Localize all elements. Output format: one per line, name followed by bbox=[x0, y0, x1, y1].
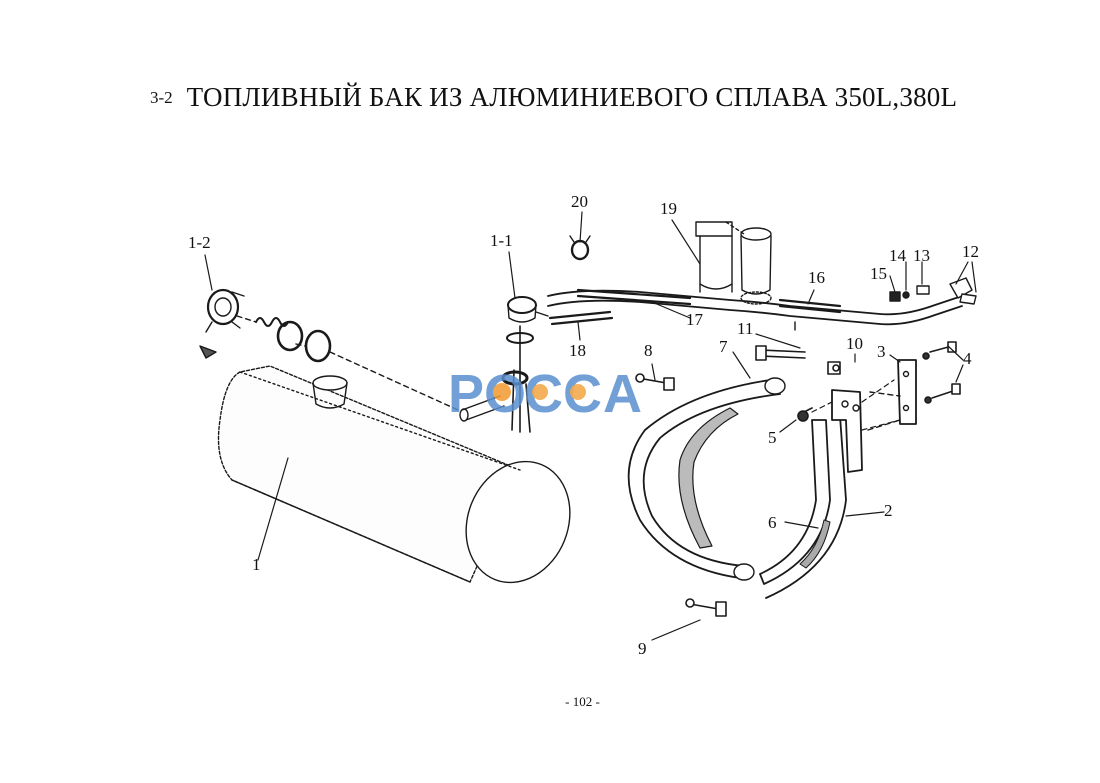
callout-label: 18 bbox=[569, 341, 586, 360]
callout-label: 12 bbox=[962, 242, 979, 261]
fuel-filter bbox=[695, 221, 772, 305]
title-text: ТОПЛИВНЫЙ БАК ИЗ АЛЮМИНИЕВОГО СПЛАВА 350… bbox=[186, 82, 958, 112]
callout-label: 4 bbox=[963, 349, 972, 368]
callout-label: 13 bbox=[913, 246, 930, 265]
page-title: 3-2 ТОПЛИВНЫЙ БАК ИЗ АЛЮМИНИЕВОГО СПЛАВА … bbox=[150, 82, 957, 113]
level-sensor bbox=[501, 296, 549, 433]
callout-label: 8 bbox=[644, 341, 653, 360]
line-fittings bbox=[889, 277, 977, 305]
callout-labels: 1-2 1-1 20 19 17 16 18 14 13 15 12 11 8 … bbox=[188, 192, 979, 658]
callout-label: 3 bbox=[877, 342, 886, 361]
callout-label: 7 bbox=[719, 337, 728, 356]
callout-label: 14 bbox=[889, 246, 907, 265]
fasteners bbox=[635, 341, 961, 617]
callout-label: 11 bbox=[737, 319, 753, 338]
filler-cap bbox=[199, 288, 459, 411]
callout-label: 15 bbox=[870, 264, 887, 283]
callout-label: 5 bbox=[768, 428, 777, 447]
tank-strap bbox=[627, 359, 917, 599]
callout-label: 20 bbox=[571, 192, 588, 211]
svg-text:А: А bbox=[603, 364, 642, 424]
callout-label: 2 bbox=[884, 501, 893, 520]
callout-label: 17 bbox=[686, 310, 704, 329]
page-number: - 102 - bbox=[565, 694, 600, 709]
watermark-logo: Р О С С А bbox=[448, 364, 642, 424]
callout-label: 1 bbox=[252, 555, 261, 574]
callout-label: 1-1 bbox=[490, 231, 513, 250]
section-number: 3-2 bbox=[150, 88, 173, 107]
callout-label: 19 bbox=[660, 199, 677, 218]
fuel-tank bbox=[217, 365, 571, 584]
callout-label: 10 bbox=[846, 334, 863, 353]
callout-label: 9 bbox=[638, 639, 647, 658]
svg-text:Р: Р bbox=[448, 364, 484, 424]
callout-label: 6 bbox=[768, 513, 777, 532]
leader-lines bbox=[204, 211, 977, 641]
callout-label: 16 bbox=[808, 268, 825, 287]
callout-label: 1-2 bbox=[188, 233, 211, 252]
fuel-lines bbox=[547, 288, 963, 331]
